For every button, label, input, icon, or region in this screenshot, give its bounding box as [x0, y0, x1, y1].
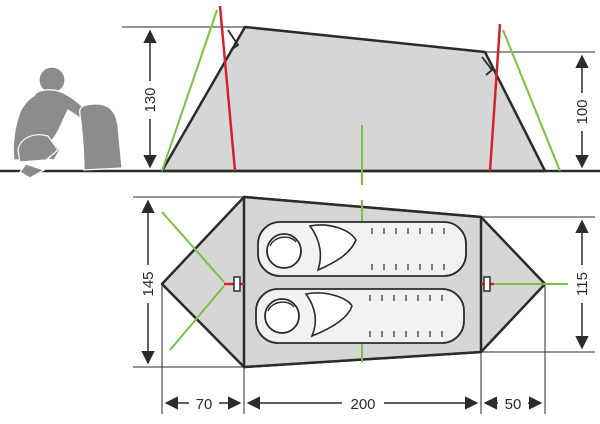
vestibule-front-label: 70 [196, 396, 213, 413]
pole-base-front [233, 276, 241, 292]
kneeling-person-icon [12, 66, 123, 179]
side-view: 130 100 [0, 5, 600, 185]
width-front-label: 145 [140, 271, 157, 296]
sleeping-bag-person-icon [255, 288, 465, 344]
guy-line-front [161, 9, 218, 172]
pole-rear [488, 23, 502, 172]
width-rear-label: 115 [574, 272, 591, 296]
top-view: 145 115 70 200 50 [133, 195, 595, 414]
vestibule-rear-label: 50 [505, 396, 522, 413]
guy-line-front-upper [161, 211, 225, 283]
strap-rear [481, 56, 494, 76]
tent-side-body [160, 25, 547, 173]
guy-line-rear [502, 29, 561, 172]
strap-front [227, 29, 240, 51]
height-front-label: 130 [142, 87, 159, 112]
height-rear-label: 100 [574, 99, 591, 124]
pole-front [218, 5, 237, 172]
pole-base-rear [483, 276, 491, 292]
guy-line-front-lower [169, 285, 225, 351]
sleeping-bag-person-icon [257, 221, 467, 277]
inner-length-label: 200 [350, 396, 375, 413]
